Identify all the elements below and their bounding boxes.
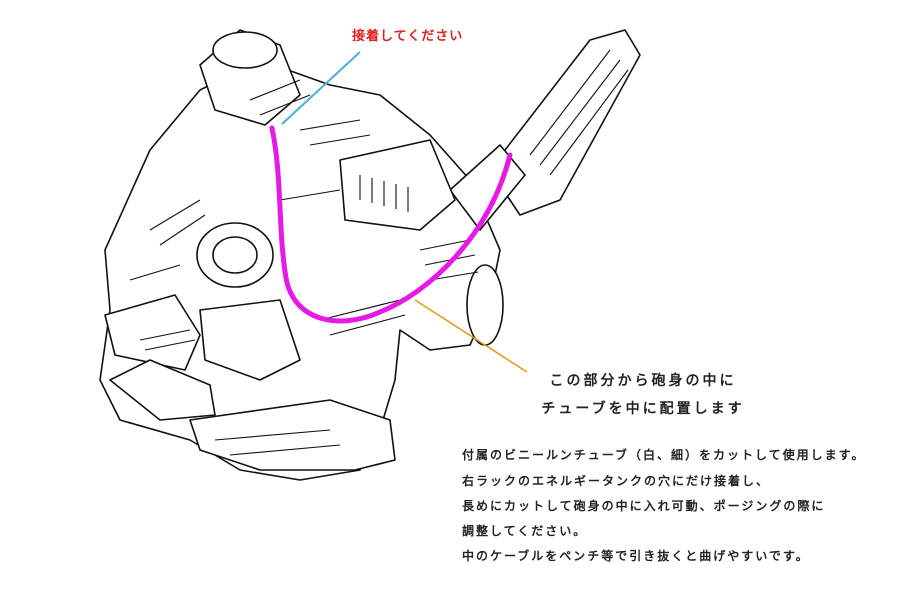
instruction-line-4: 調整してください。 (462, 524, 588, 538)
callout-line-2: チューブを中に配置します (541, 401, 745, 417)
instruction-line-2: 右ラックのエネルギータンクの穴にだけ接着し、 (462, 474, 771, 488)
mech-illustration (99, 29, 641, 481)
top-cylinder-cap (212, 31, 278, 69)
right-rack (339, 139, 456, 231)
right-wheel (466, 264, 504, 346)
instruction-line-5: 中のケーブルをペンチ等で引き抜くと曲げやすいです。 (462, 549, 810, 563)
glue-here-label: 接着してください (352, 29, 464, 44)
lower-legs (189, 399, 396, 471)
instruction-line-3: 長めにカットして砲身の中に入れ可動、ポージングの際に (462, 499, 826, 513)
callout-leader-line (414, 299, 528, 373)
bottom-armor (109, 359, 216, 421)
lower-thruster (199, 299, 301, 381)
instruction-line-1: 付属のビニールンチューブ（白、細）をカットして使用します。 (462, 448, 866, 462)
callout-line-1: この部分から砲身の中に (549, 373, 737, 389)
glue-leader-line (281, 51, 361, 125)
tube-route (269, 125, 513, 324)
left-thruster (104, 294, 201, 371)
detail-lines (129, 49, 629, 456)
right-barrel (499, 29, 641, 216)
round-tank-inner (212, 236, 258, 274)
